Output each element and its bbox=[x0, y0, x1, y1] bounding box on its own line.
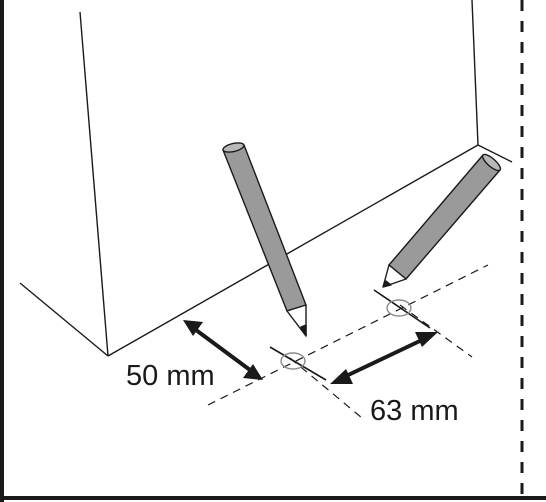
pencil-2-lead bbox=[382, 280, 392, 288]
marking-circles bbox=[280, 299, 412, 370]
pencil-1-body bbox=[222, 144, 307, 312]
dim-arrow-front-head-start bbox=[183, 320, 203, 336]
appliance-front-right-edge bbox=[471, 0, 479, 146]
mark-lines bbox=[269, 289, 431, 381]
pencil-1-lead bbox=[300, 324, 307, 337]
mark-line-right bbox=[373, 289, 431, 329]
mark-circle-right bbox=[386, 299, 412, 317]
pencil-2-body bbox=[388, 154, 501, 280]
dim-arrow-side-head-start bbox=[330, 369, 353, 384]
double-arrow-icon bbox=[330, 332, 438, 384]
dim-arrow-side-head-end bbox=[415, 332, 438, 347]
side-reference-line-left bbox=[289, 357, 363, 419]
dimension-label-50mm: 50 mm bbox=[126, 360, 215, 392]
dim-arrow-side-shaft bbox=[343, 337, 425, 379]
appliance-body bbox=[19, 0, 513, 357]
reference-lines bbox=[207, 264, 489, 419]
pencil-1-end bbox=[222, 142, 245, 153]
mark-line-left bbox=[269, 346, 327, 381]
double-arrow-icon bbox=[183, 320, 263, 380]
mark-circle-left bbox=[280, 352, 306, 370]
pencil-2-wood-tip bbox=[382, 264, 407, 288]
side-reference-line-right bbox=[399, 304, 473, 358]
front-reference-line bbox=[207, 264, 489, 406]
dimension-label-63mm: 63 mm bbox=[370, 395, 459, 427]
pencil-icon bbox=[222, 142, 307, 337]
appliance-front-left-edge bbox=[79, 11, 109, 357]
pencil-icon bbox=[382, 153, 502, 288]
dim-arrow-front-head-end bbox=[243, 364, 263, 380]
pencil-2-end bbox=[481, 153, 502, 172]
floor-left-line bbox=[19, 282, 109, 357]
floor-right-line bbox=[477, 144, 513, 163]
appliance-bottom-front-edge bbox=[107, 144, 479, 357]
dim-arrow-front-shaft bbox=[194, 328, 252, 372]
